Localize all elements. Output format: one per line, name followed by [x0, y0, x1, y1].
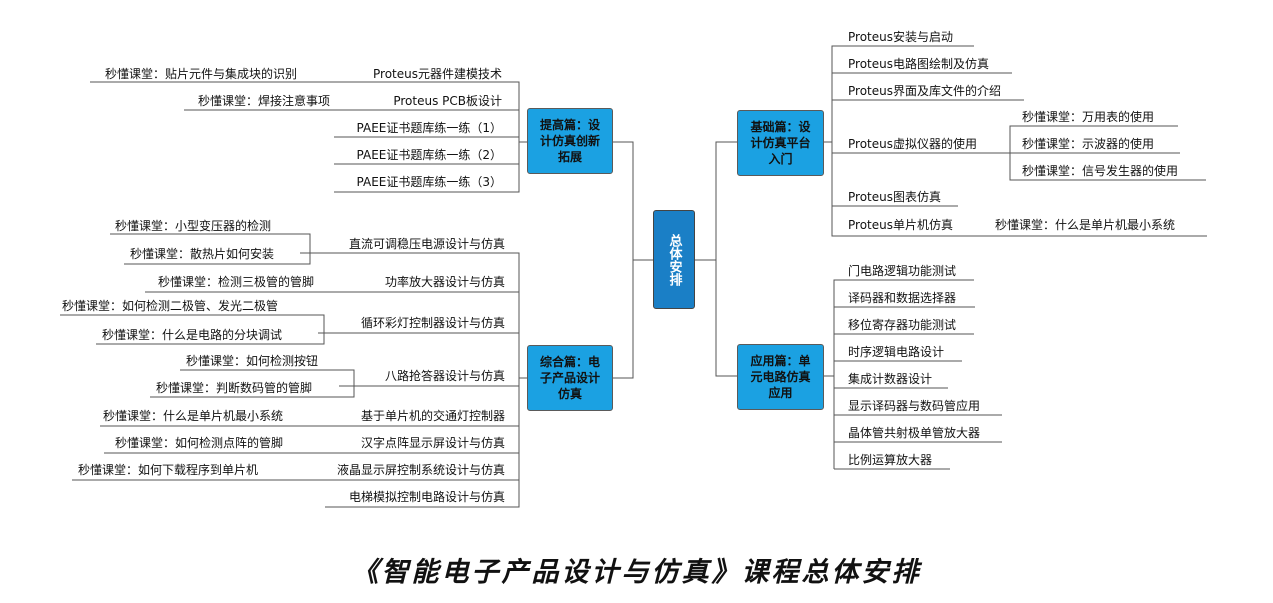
comprehensive-item[interactable]: 直流可调稳压电源设计与仿真 — [348, 237, 505, 251]
advanced-item[interactable]: Proteus元器件建模技术 — [373, 67, 502, 81]
branch-basic-label: 基础篇：设计仿真平台入门 — [750, 120, 811, 166]
basic-item[interactable]: Proteus单片机仿真 — [848, 218, 953, 232]
comprehensive-subitem[interactable]: 秒懂课堂：散热片如何安装 — [130, 247, 275, 261]
branch-comprehensive[interactable]: 综合篇：电子产品设计仿真 — [527, 345, 613, 411]
comprehensive-item[interactable]: 基于单片机的交通灯控制器 — [360, 409, 505, 423]
basic-item[interactable]: Proteus图表仿真 — [848, 190, 941, 204]
branch-advanced-label: 提高篇：设计仿真创新拓展 — [539, 118, 600, 164]
comprehensive-subitem[interactable]: 秒懂课堂：小型变压器的检测 — [115, 219, 272, 233]
comprehensive-subitem[interactable]: 秒懂课堂：什么是电路的分块调试 — [102, 328, 283, 342]
comprehensive-item[interactable]: 循环彩灯控制器设计与仿真 — [360, 316, 505, 330]
comprehensive-subitem[interactable]: 秒懂课堂：如何下载程序到单片机 — [78, 463, 259, 477]
comprehensive-subitem[interactable]: 秒懂课堂：判断数码管的管脚 — [156, 381, 313, 395]
comprehensive-item[interactable]: 电梯模拟控制电路设计与仿真 — [348, 490, 505, 504]
branch-application-label: 应用篇：单元电路仿真应用 — [750, 354, 811, 400]
comprehensive-item[interactable]: 八路抢答器设计与仿真 — [384, 369, 505, 383]
comprehensive-item[interactable]: 液晶显示屏控制系统设计与仿真 — [336, 463, 505, 477]
application-item[interactable]: 译码器和数据选择器 — [848, 291, 957, 305]
comprehensive-subitem[interactable]: 秒懂课堂：什么是单片机最小系统 — [103, 409, 284, 423]
branch-application[interactable]: 应用篇：单元电路仿真应用 — [737, 344, 824, 410]
application-item[interactable]: 集成计数器设计 — [848, 372, 933, 386]
basic-subitem[interactable]: 秒懂课堂：万用表的使用 — [1022, 110, 1155, 124]
comprehensive-subitem[interactable]: 秒懂课堂：如何检测二极管、发光二极管 — [62, 299, 279, 313]
comprehensive-item[interactable]: 汉字点阵显示屏设计与仿真 — [360, 436, 505, 450]
branch-advanced[interactable]: 提高篇：设计仿真创新拓展 — [527, 108, 613, 174]
application-item[interactable]: 时序逻辑电路设计 — [848, 345, 945, 359]
basic-item[interactable]: Proteus界面及库文件的介绍 — [848, 84, 1001, 98]
branch-basic[interactable]: 基础篇：设计仿真平台入门 — [737, 110, 824, 176]
basic-item[interactable]: Proteus安装与启动 — [848, 30, 953, 44]
advanced-subitem[interactable]: 秒懂课堂：焊接注意事项 — [198, 94, 331, 108]
advanced-item[interactable]: PAEE证书题库练一练（1） — [356, 121, 502, 135]
advanced-item[interactable]: PAEE证书题库练一练（3） — [356, 175, 502, 189]
comprehensive-subitem[interactable]: 秒懂课堂：如何检测点阵的管脚 — [115, 436, 284, 450]
advanced-item[interactable]: Proteus PCB板设计 — [393, 94, 502, 108]
basic-subitem[interactable]: 秒懂课堂：信号发生器的使用 — [1022, 164, 1179, 178]
comprehensive-subitem[interactable]: 秒懂课堂：如何检测按钮 — [186, 354, 319, 368]
root-label: 总体安排 — [666, 233, 682, 286]
page-title: 《智能电子产品设计与仿真》课程总体安排 — [351, 557, 922, 588]
basic-subitem[interactable]: 秒懂课堂：什么是单片机最小系统 — [995, 218, 1176, 232]
basic-subitem[interactable]: 秒懂课堂：示波器的使用 — [1022, 137, 1155, 151]
advanced-subitem[interactable]: 秒懂课堂：贴片元件与集成块的识别 — [105, 67, 298, 81]
comprehensive-subitem[interactable]: 秒懂课堂：检测三极管的管脚 — [158, 275, 315, 289]
root-node[interactable]: 总体安排 — [653, 210, 695, 309]
application-item[interactable]: 比例运算放大器 — [848, 453, 933, 467]
basic-item[interactable]: Proteus电路图绘制及仿真 — [848, 57, 989, 71]
branch-comprehensive-label: 综合篇：电子产品设计仿真 — [539, 355, 600, 401]
application-item[interactable]: 门电路逻辑功能测试 — [848, 264, 957, 278]
application-item[interactable]: 晶体管共射极单管放大器 — [848, 426, 981, 440]
advanced-item[interactable]: PAEE证书题库练一练（2） — [356, 148, 502, 162]
comprehensive-item[interactable]: 功率放大器设计与仿真 — [384, 275, 505, 289]
application-item[interactable]: 显示译码器与数码管应用 — [848, 399, 981, 413]
application-item[interactable]: 移位寄存器功能测试 — [848, 318, 957, 332]
basic-item[interactable]: Proteus虚拟仪器的使用 — [848, 137, 977, 151]
